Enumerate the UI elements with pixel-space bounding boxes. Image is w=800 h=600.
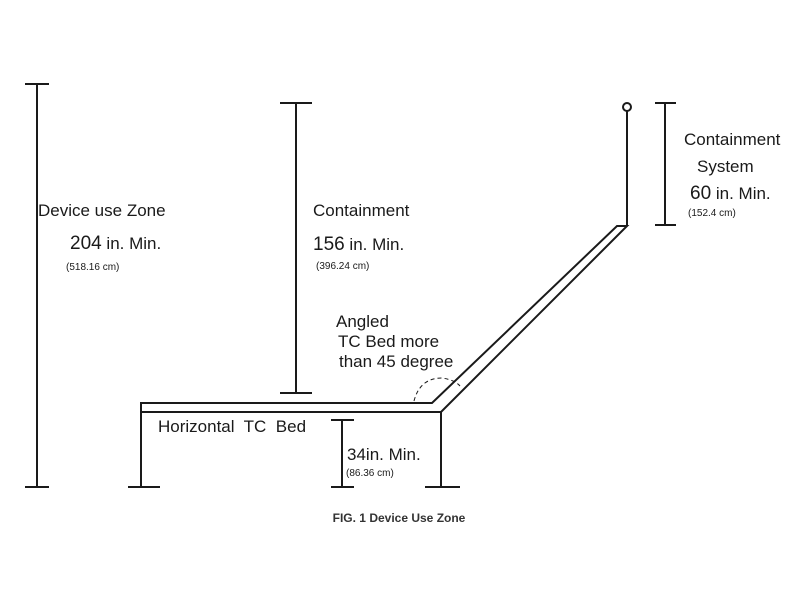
containment-system-value: 60 in. Min.	[690, 183, 771, 204]
containment-system-title-1: Containment	[684, 130, 781, 149]
containment-pole	[622, 102, 632, 226]
containment-metric: (396.24 cm)	[316, 261, 369, 272]
containment-title: Containment	[313, 201, 410, 220]
bed-height-metric: (86.36 cm)	[346, 468, 394, 479]
tc-bed	[128, 225, 630, 488]
angled-bed-label-3: than 45 degree	[339, 352, 453, 371]
figure-caption: FIG. 1 Device Use Zone	[333, 511, 466, 525]
device-zone-value: 204 in. Min.	[70, 233, 161, 254]
containment-system-title-2: System	[697, 157, 754, 176]
device-zone-metric: (518.16 cm)	[66, 262, 119, 273]
containment-value: 156 in. Min.	[313, 234, 404, 255]
device-zone-dimension-line	[25, 83, 49, 488]
containment-system-metric: (152.4 cm)	[688, 208, 736, 219]
containment-dimension-line	[280, 102, 312, 394]
horizontal-bed-label: Horizontal TC Bed	[158, 417, 306, 436]
containment-system-dimension-line	[655, 102, 676, 226]
angled-bed-label-2: TC Bed more	[338, 332, 439, 351]
device-zone-title: Device use Zone	[38, 201, 166, 220]
bed-height-value: 34in. Min.	[347, 445, 421, 464]
bed-height-dimension-line	[331, 419, 354, 488]
angled-bed-label-1: Angled	[336, 312, 389, 331]
